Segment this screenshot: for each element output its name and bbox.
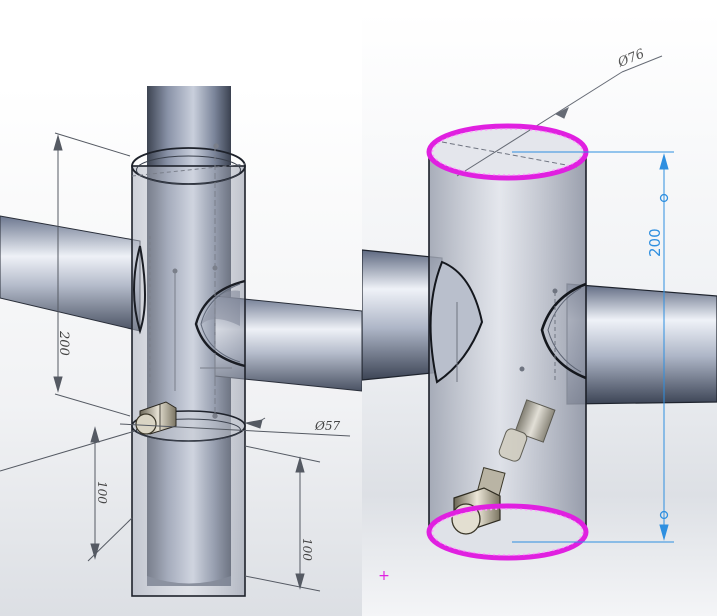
left-viewport[interactable]: 200 Ø57 100 100 <box>0 86 362 616</box>
left-viewport-canvas[interactable]: 200 Ø57 100 100 <box>0 86 362 616</box>
bolt-inner[interactable] <box>498 399 556 463</box>
outer-sleeve[interactable] <box>428 125 587 559</box>
smart-dimension-height-label: 200 <box>646 228 664 257</box>
origin-marker-icon: + <box>378 568 390 584</box>
construction-lines <box>131 143 246 419</box>
dimension-diameter[interactable] <box>119 417 351 437</box>
dimension-height-lower-a[interactable] <box>0 426 136 562</box>
selected-bottom-edge[interactable] <box>426 503 589 561</box>
dimension-height-lower-b-label: 100 <box>300 538 314 561</box>
horizontal-cross-pipe[interactable] <box>362 249 717 405</box>
dimension-height-lower-a-label: 100 <box>95 481 109 504</box>
outer-sleeve[interactable] <box>131 147 246 597</box>
smart-dimension-height[interactable] <box>512 151 674 543</box>
right-viewport-canvas[interactable]: Ø76 200 <box>362 12 717 616</box>
dimension-height-lower-b[interactable] <box>244 445 321 592</box>
dimension-diameter-label: Ø57 <box>314 419 340 433</box>
dimension-height-upper[interactable] <box>53 132 131 417</box>
right-viewport[interactable]: Ø76 200 <box>362 12 717 616</box>
construction-lines <box>441 141 578 382</box>
dimension-diameter[interactable] <box>456 55 663 177</box>
dimension-height-upper-label: 200 <box>56 330 71 356</box>
